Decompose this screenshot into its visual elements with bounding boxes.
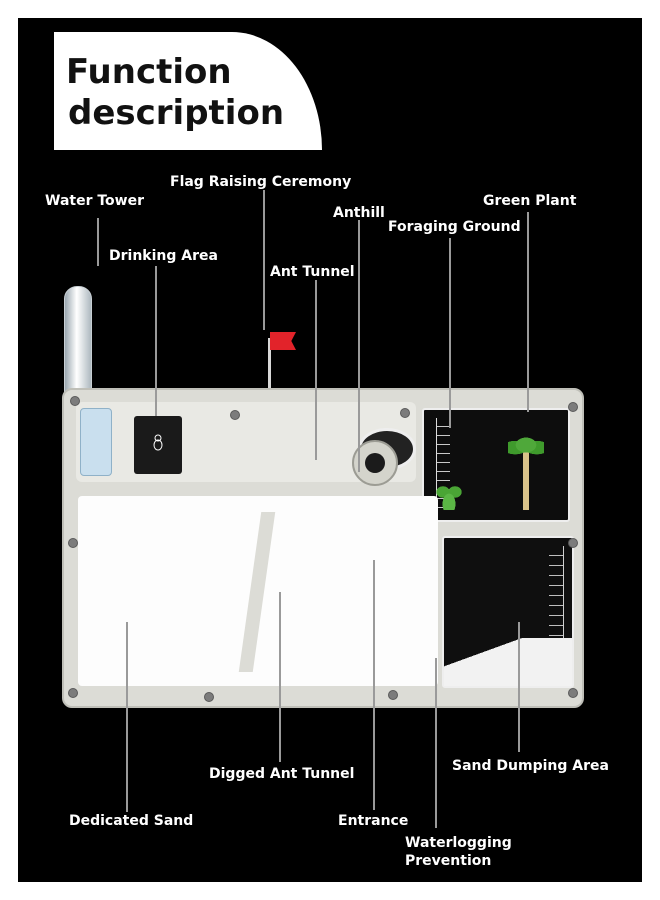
leader-waterlogging [435, 658, 437, 828]
title-line-1: Function [66, 52, 232, 92]
page-title: Function description [66, 52, 284, 134]
leader-green-plant [527, 212, 529, 412]
leader-sand-dumping [518, 622, 520, 752]
screw-icon [204, 692, 214, 702]
callout-waterlogging-line-2: Prevention [405, 853, 492, 869]
drinking-area-chamber [134, 416, 182, 474]
title-line-2: description [68, 93, 285, 133]
callout-drinking-area: Drinking Area [109, 248, 218, 264]
callout-anthill: Anthill [333, 205, 385, 221]
callout-sand-dumping-area: Sand Dumping Area [452, 758, 609, 774]
screw-icon [230, 410, 240, 420]
palm-tree-trunk [523, 450, 529, 510]
screw-icon [388, 690, 398, 700]
callout-green-plant: Green Plant [483, 193, 577, 209]
ant-logo-icon [153, 434, 163, 451]
leader-flag [263, 190, 265, 330]
screw-icon [568, 688, 578, 698]
ant-farm-device [62, 388, 584, 708]
leader-drinking-area [155, 266, 157, 416]
callout-ant-tunnel: Ant Tunnel [270, 264, 355, 280]
callout-dedicated-sand: Dedicated Sand [69, 813, 194, 829]
product-image-frame: Function description [18, 18, 642, 882]
callout-entrance: Entrance [338, 813, 409, 829]
water-reservoir [80, 408, 112, 476]
leader-anthill [358, 220, 360, 472]
screw-icon [568, 538, 578, 548]
callout-waterlogging-line-1: Waterlogging [405, 835, 512, 851]
flag-pole [268, 338, 271, 410]
red-flag-icon [270, 332, 296, 350]
callout-water-tower: Water Tower [45, 193, 144, 209]
small-plant-icon [434, 480, 464, 510]
screw-icon [70, 396, 80, 406]
callout-flag-raising: Flag Raising Ceremony [170, 174, 352, 190]
palm-tree-icon [508, 432, 544, 458]
title-card: Function description [54, 32, 322, 150]
leader-water-tower [97, 218, 99, 266]
leader-foraging [449, 238, 451, 428]
leader-ant-tunnel [315, 280, 317, 460]
leader-entrance [373, 560, 375, 810]
screw-icon [400, 408, 410, 418]
callout-digged-ant-tunnel: Digged Ant Tunnel [209, 766, 355, 782]
callout-waterlogging-prevention: Waterlogging Prevention [405, 834, 512, 870]
dumped-sand [444, 638, 572, 686]
screw-icon [68, 538, 78, 548]
callout-foraging-ground: Foraging Ground [388, 219, 521, 235]
anthill-hole [365, 453, 385, 473]
leader-digged-tunnel [279, 592, 281, 762]
sand-dumping-tank [442, 536, 574, 688]
leader-dedicated-sand [126, 622, 128, 812]
screw-icon [68, 688, 78, 698]
screw-icon [568, 402, 578, 412]
